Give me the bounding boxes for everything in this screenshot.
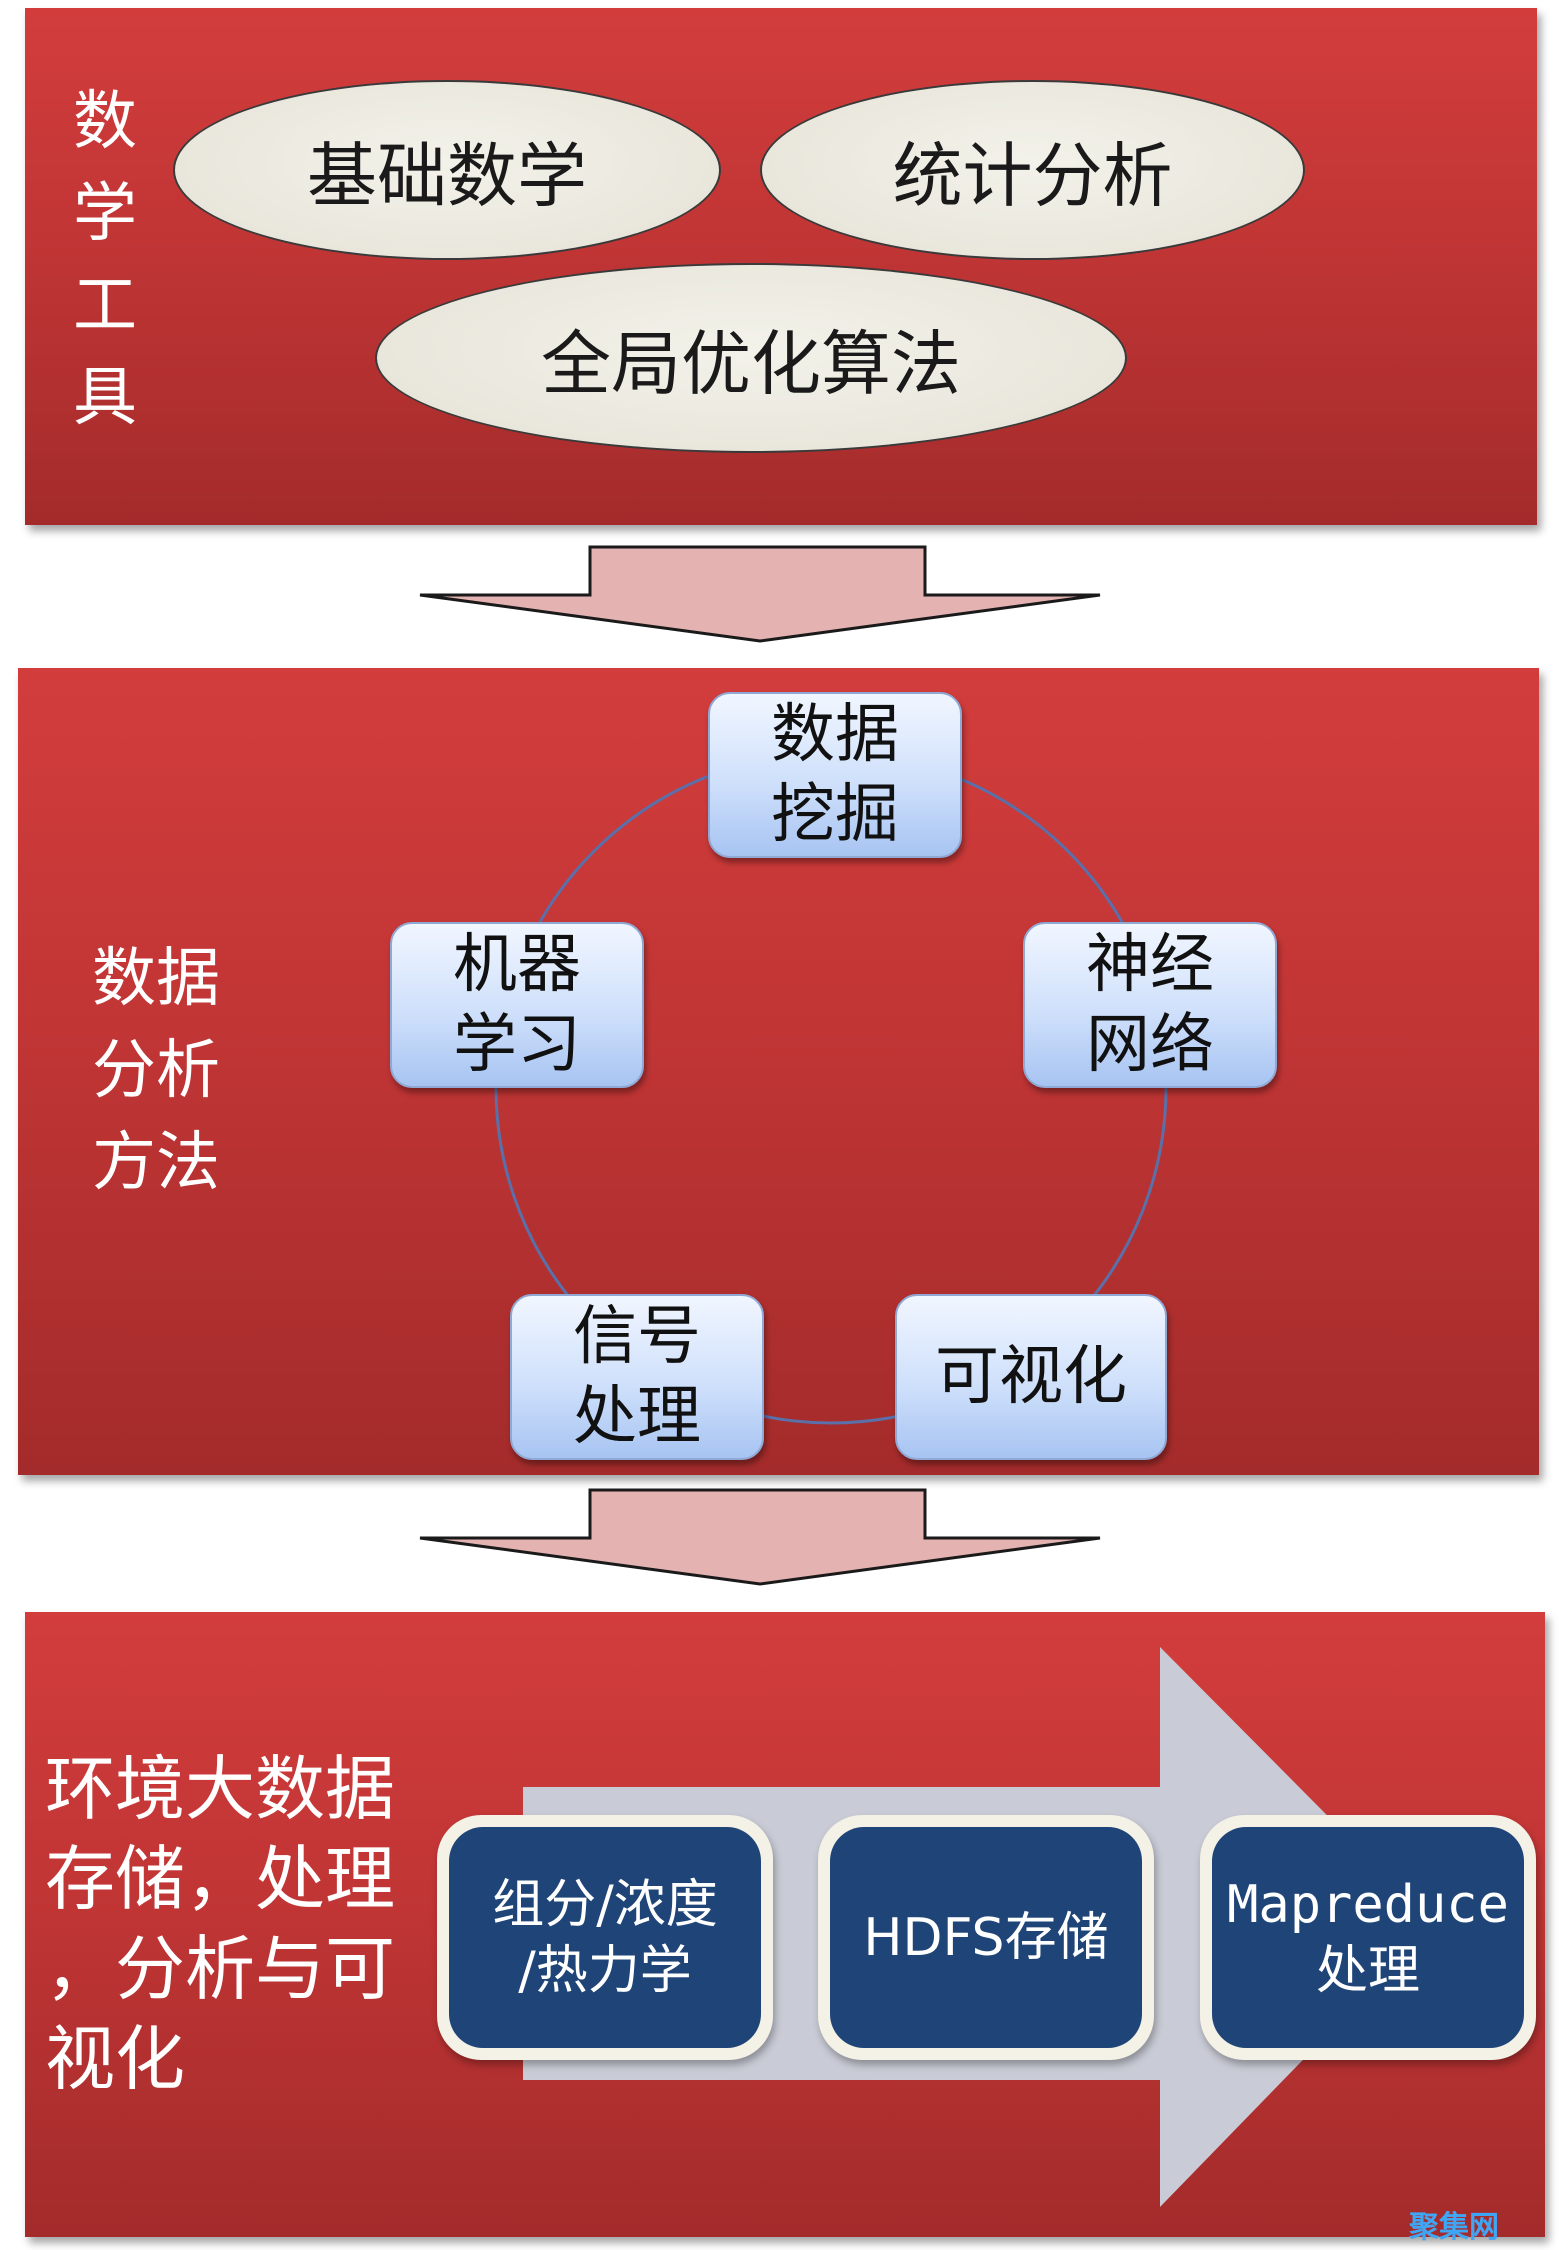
watermark-logo: 聚集网 (1409, 2210, 1499, 2245)
box-mapreduce-processing: Mapreduce 处理 (1200, 1815, 1536, 2060)
ellipse-basic-math: 基础数学 (173, 80, 721, 260)
math-tools-panel: 数 学 工 具 基础数学 统计分析 全局优化算法 (25, 8, 1537, 525)
node-neural-network: 神经 网络 (1023, 922, 1277, 1088)
box-hdfs-storage: HDFS存储 (818, 1815, 1154, 2060)
box-composition-thermodynamics: 组分/浓度 /热力学 (437, 1815, 773, 2060)
ellipse-global-optimization: 全局优化算法 (375, 263, 1127, 453)
node-signal-processing: 信号 处理 (510, 1294, 764, 1460)
ellipse-statistical-analysis: 统计分析 (760, 80, 1305, 260)
down-arrow-2 (419, 1488, 1101, 1586)
node-data-mining: 数据 挖掘 (708, 692, 962, 858)
big-data-panel: 环境大数据 存储，处理 ，分析与可 视化 组分/浓度 /热力学 HDFS存储 M… (25, 1612, 1545, 2237)
data-analysis-panel: 数据 分析 方法 数据 挖掘 神经 网络 可视化 信号 处理 机器 学习 (18, 668, 1539, 1475)
big-data-label: 环境大数据 存储，处理 ，分析与可 视化 (45, 1748, 395, 2100)
down-arrow-1 (419, 545, 1101, 643)
node-visualization: 可视化 (895, 1294, 1167, 1460)
node-machine-learning: 机器 学习 (390, 922, 644, 1088)
math-tools-label: 数 学 工 具 (73, 85, 137, 435)
data-analysis-label: 数据 分析 方法 (92, 942, 220, 1200)
